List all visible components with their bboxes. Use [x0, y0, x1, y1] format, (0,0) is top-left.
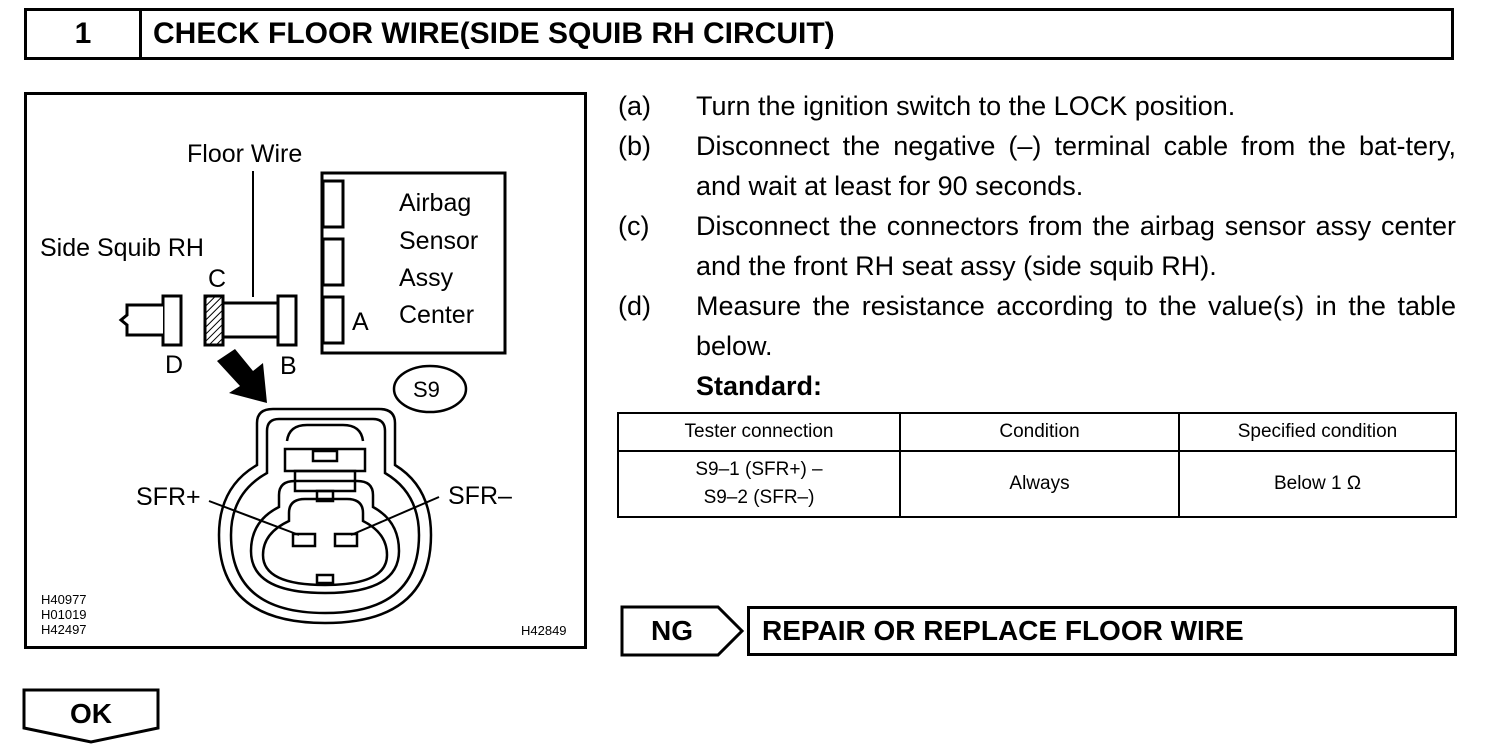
- step-title: CHECK FLOOR WIRE(SIDE SQUIB RH CIRCUIT): [153, 17, 835, 50]
- standard-label: Standard:: [696, 371, 823, 401]
- connection-line-1: S9–1 (SFR+) –: [695, 459, 823, 480]
- cell-condition: Always: [899, 450, 1180, 518]
- ng-action-text: REPAIR OR REPLACE FLOOR WIRE: [762, 615, 1244, 646]
- ok-label: OK: [70, 698, 112, 729]
- sfr-plus-label: SFR+: [136, 483, 201, 511]
- step-text-b: Disconnect the negative (–) terminal cab…: [696, 131, 1456, 201]
- cell-specified: Below 1 Ω: [1178, 450, 1457, 518]
- sensor-label: Sensor: [399, 227, 479, 255]
- step-key-a: (a): [618, 91, 651, 121]
- side-squib-label: Side Squib RH: [40, 234, 204, 262]
- connector-diagram: [118, 171, 507, 625]
- step-header: 1 CHECK FLOOR WIRE(SIDE SQUIB RH CIRCUIT…: [24, 8, 1454, 60]
- cell-tester-connection: S9–1 (SFR+) – S9–2 (SFR–): [617, 450, 901, 518]
- connector-b-label: B: [280, 352, 297, 380]
- connector-c-label: C: [208, 265, 227, 293]
- column-header: Tester connection: [617, 412, 901, 452]
- connection-line-2: S9–2 (SFR–): [703, 487, 815, 508]
- assy-label: Assy: [399, 264, 454, 292]
- airbag-label: Airbag: [399, 189, 472, 217]
- column-header: Condition: [899, 412, 1180, 452]
- s9-badge: [392, 364, 468, 414]
- terminal-sfr-plus: [291, 532, 317, 548]
- step-text-d: Measure the resistance according to the …: [696, 291, 1456, 361]
- connector-d-label: D: [165, 351, 184, 379]
- connector-c: [203, 294, 225, 347]
- table-row: S9–1 (SFR+) – S9–2 (SFR–) Always Below 1…: [617, 450, 1457, 518]
- step-key-c: (c): [618, 211, 650, 241]
- step-key-b: (b): [618, 131, 651, 161]
- figure-code-left: H40977 H01019 H42497: [41, 592, 87, 637]
- center-label: Center: [399, 301, 475, 329]
- wiring-figure: Floor Wire Airbag Sensor Assy Center Sid…: [24, 92, 587, 649]
- arrow-icon: [217, 349, 267, 403]
- column-header: Specified condition: [1178, 412, 1457, 452]
- terminal-sfr-minus: [333, 532, 359, 548]
- connector-a-label: A: [352, 308, 369, 336]
- ng-action-box: [747, 606, 1457, 656]
- step-text-a: Turn the ignition switch to the LOCK pos…: [696, 91, 1236, 121]
- ng-label: NG: [651, 615, 693, 646]
- sfr-minus-label: SFR–: [448, 482, 512, 510]
- figure-code-right: H42849: [521, 623, 567, 638]
- step-key-d: (d): [618, 291, 651, 321]
- table-header-row: Tester connection Condition Specified co…: [617, 412, 1457, 452]
- s9-label: S9: [413, 377, 440, 402]
- ok-arrow-shape: [22, 688, 160, 744]
- step-number: 1: [27, 11, 142, 57]
- connector-face: [217, 407, 433, 625]
- ng-arrow-shape: [620, 605, 745, 657]
- connector-b: [276, 294, 298, 347]
- floor-wire-label: Floor Wire: [187, 140, 303, 168]
- connector-d: [161, 294, 183, 347]
- step-text-c: Disconnect the connectors from the airba…: [696, 211, 1456, 281]
- spec-table: Tester connection Condition Specified co…: [617, 412, 1457, 518]
